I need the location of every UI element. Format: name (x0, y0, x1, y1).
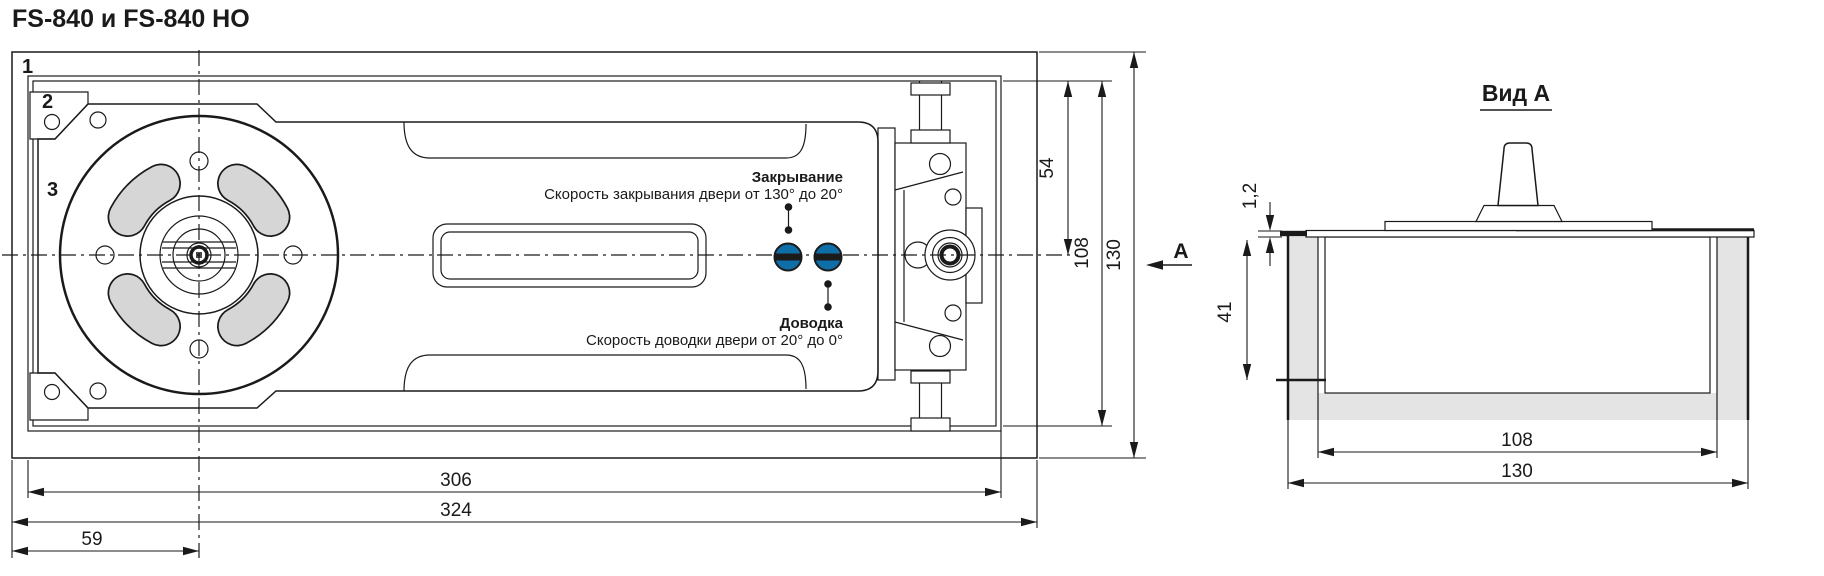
anchor-bolt-top (910, 81, 951, 144)
drawing-title: FS-840 и FS-840 HO (12, 5, 250, 33)
closing-valve-title: Закрывание (752, 169, 843, 186)
dim-108-bottom: 108 (1317, 420, 1718, 458)
corner-plate-bottom (29, 372, 89, 421)
corner-plates (29, 91, 89, 421)
inner-frame (27, 75, 1002, 432)
mount-hole (43, 383, 61, 401)
dim-306-value: 306 (440, 470, 472, 491)
cover-contour-bottom (403, 354, 807, 392)
dim-130-bottom: 130 (1287, 420, 1749, 489)
cover-plate (1305, 229, 1755, 238)
dim-324-value: 324 (440, 500, 472, 521)
centerlines (2, 50, 1078, 558)
block-hole (928, 152, 952, 176)
view-a-dimensions: 1,2 41 108 (1215, 183, 1749, 489)
valve-annotations: Закрывание Скорость закрывания двери от … (544, 169, 844, 349)
mount-hole (43, 113, 61, 131)
latch-valve-leader (824, 280, 832, 311)
part-labels: 1 2 3 (22, 56, 58, 201)
end-block (894, 142, 983, 371)
view-a: Вид А (1215, 80, 1755, 489)
closer-mechanism (37, 81, 983, 432)
dim-108-value: 108 (1072, 237, 1093, 269)
view-a-title: Вид А (1482, 80, 1550, 106)
dim-324: 324 (12, 500, 1037, 527)
closing-valve-description: Скорость закрывания двери от 130° до 20° (544, 186, 843, 203)
part-label-3: 3 (47, 179, 58, 201)
dim-130-value: 130 (1104, 239, 1125, 271)
body-box (1324, 236, 1711, 394)
latch-valve-description: Скорость доводки двери от 20° до 0° (586, 332, 843, 349)
body-silhouette (37, 103, 879, 409)
corner-plate-top (29, 91, 89, 140)
floor-recess (1288, 237, 1748, 420)
block-hole (944, 188, 962, 206)
closer-body-section (1286, 229, 1750, 420)
block-hole (944, 304, 962, 322)
view-direction-arrow: А (1146, 240, 1192, 270)
plate-hole (89, 111, 107, 129)
inner-frame-2 (32, 80, 997, 427)
cam-slots (107, 163, 291, 347)
closing-valve-leader (784, 203, 793, 234)
cover-contour-top (403, 121, 807, 159)
dim-54-value: 54 (1037, 157, 1058, 179)
cover-and-spindle (1280, 142, 1755, 238)
top-plate (1384, 220, 1653, 232)
dim-cover-thickness: 1,2 (1240, 183, 1261, 209)
dim-total-width-value: 130 (1501, 461, 1533, 482)
block-hole (928, 334, 952, 358)
dim-41: 41 (1215, 240, 1326, 382)
plate-hole (89, 382, 107, 400)
dim-54: 54 (1037, 81, 1073, 255)
dim-inner-width-value: 108 (1501, 430, 1533, 451)
cover-plate-cut (1280, 230, 1307, 237)
latch-valve-title: Доводка (780, 315, 844, 332)
dim-1-2: 1,2 (1240, 183, 1282, 266)
plan-vertical-dimensions: 54 108 130 (1003, 51, 1146, 459)
dim-body-depth: 41 (1215, 301, 1236, 322)
view-arrow-label: А (1173, 240, 1188, 263)
body-end-strip (877, 127, 896, 381)
spindle-cone (1497, 142, 1539, 207)
adjustment-valves (773, 203, 843, 311)
part-label-1: 1 (22, 56, 33, 78)
anchor-bolt-bottom (910, 370, 951, 432)
dim-108: 108 (1072, 81, 1107, 426)
dim-59: 59 (12, 529, 199, 556)
dim-306: 306 (28, 470, 1001, 497)
dim-130: 130 (1104, 52, 1139, 458)
plan-view: 1 2 3 Закрывание Скорость закрывания две… (2, 50, 1192, 558)
plan-horizontal-dimensions: 306 324 59 (11, 431, 1038, 558)
part-label-2: 2 (42, 91, 53, 113)
dim-59-value: 59 (81, 529, 102, 550)
cam-assembly (58, 111, 340, 400)
spindle-flange (1475, 204, 1563, 223)
